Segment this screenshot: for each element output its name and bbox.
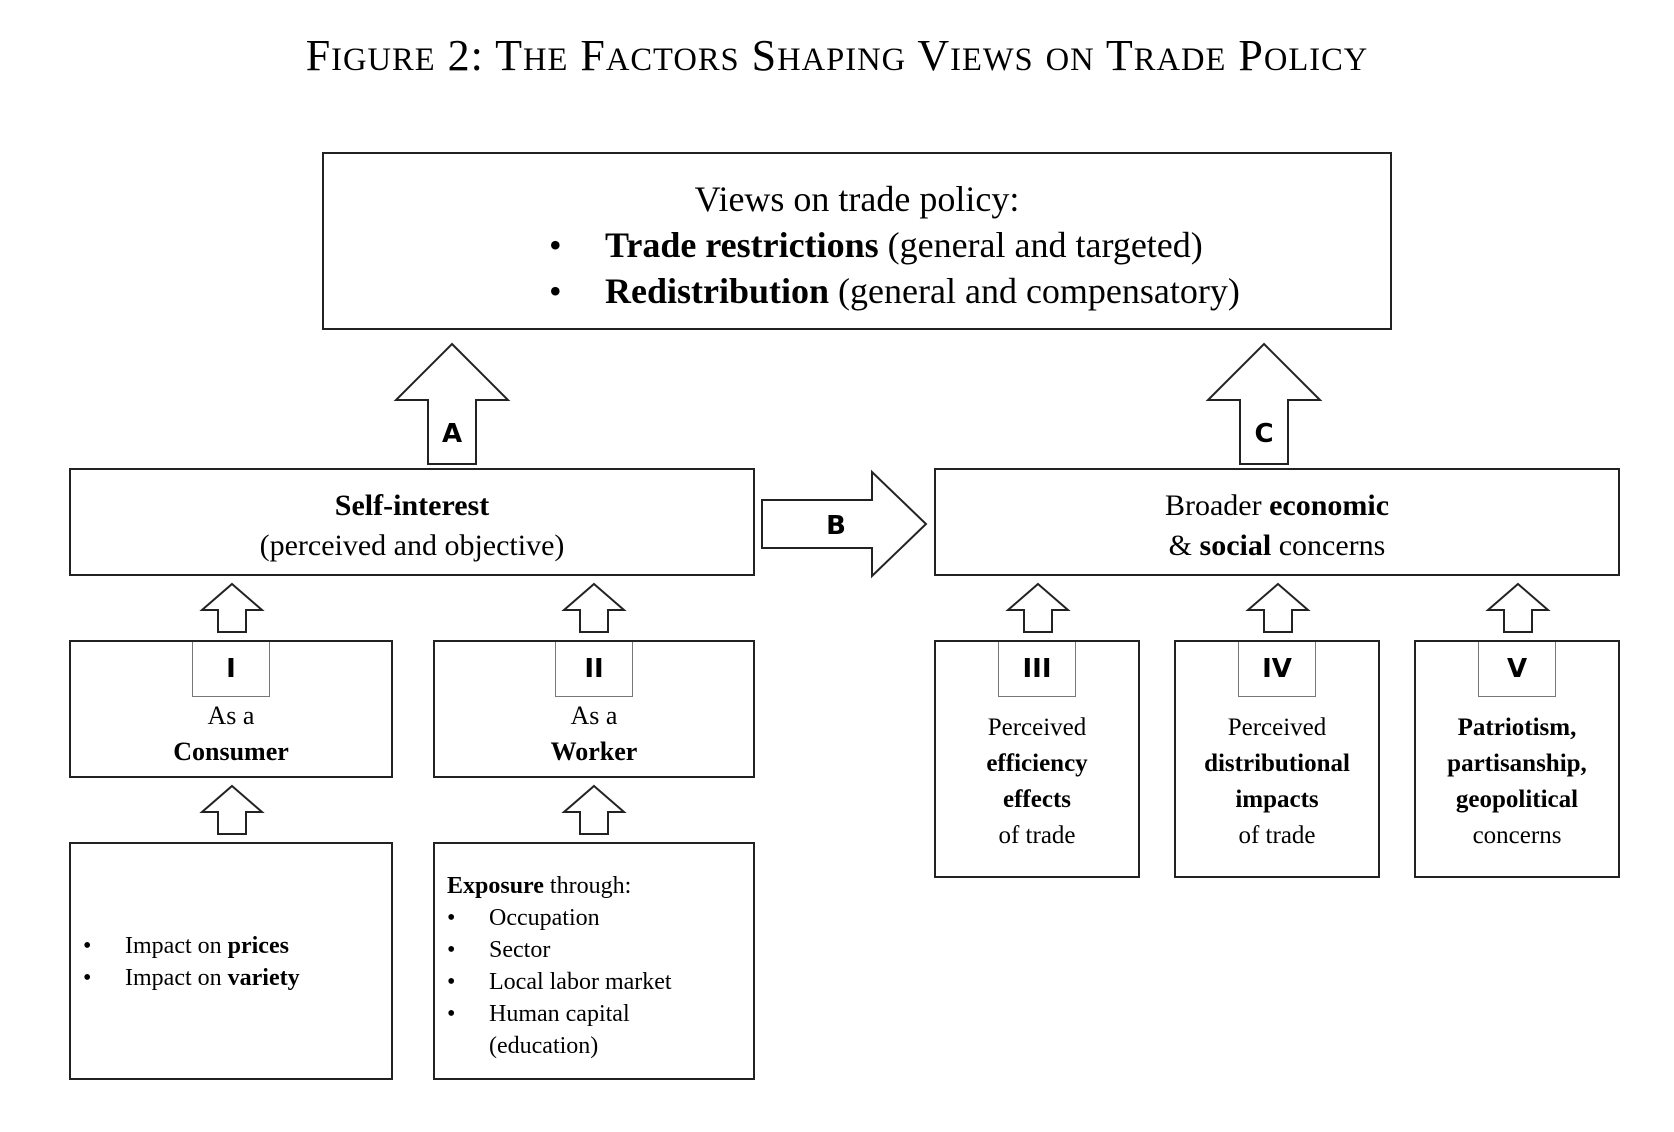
bullet-icon: • — [83, 965, 92, 991]
self-interest-subtitle: (perceived and objective) — [259, 529, 565, 562]
small-arrow-worker-icon — [561, 582, 627, 633]
consumer-box: I As a Consumer — [69, 640, 393, 778]
arrow-b-icon: B — [761, 469, 928, 579]
self-interest-box: Self-interest (perceived and objective) — [69, 468, 755, 576]
arrow-a-icon: A — [393, 342, 511, 465]
small-arrow-efficiency-icon — [1005, 582, 1071, 633]
small-arrow-worker-detail-icon — [561, 784, 627, 835]
arrow-c-label: C — [1254, 419, 1273, 449]
figure-title: FIGURE 2: THE FACTORS SHAPING VIEWS ON T… — [305, 31, 1369, 80]
views-heading: Views on trade policy: — [694, 179, 1020, 219]
views-item-trade-restrictions: •Trade restrictions (general and targete… — [549, 222, 1240, 268]
worker-detail-box: Exposure through: •Occupation •Sector •L… — [433, 842, 755, 1080]
small-arrow-distributional-icon — [1245, 582, 1311, 633]
box-tag-v: V — [1478, 642, 1556, 697]
small-arrow-consumer-detail-icon — [199, 784, 265, 835]
efficiency-effects-box: III Perceived efficiency effects of trad… — [934, 640, 1140, 878]
list-item: •Local labor market — [447, 966, 672, 998]
distributional-impacts-box: IV Perceived distributional impacts of t… — [1174, 640, 1380, 878]
bullet-icon: • — [447, 969, 456, 995]
bullet-icon: • — [83, 933, 92, 959]
box-tag-ii: II — [555, 642, 633, 697]
list-item: •Sector — [447, 934, 672, 966]
bullet-icon: • — [447, 937, 456, 963]
worker-box: II As a Worker — [433, 640, 755, 778]
exposure-list: •Occupation •Sector •Local labor market … — [447, 902, 672, 1062]
views-list: •Trade restrictions (general and targete… — [549, 222, 1240, 314]
patriotism-box: V Patriotism, partisanship, geopolitical… — [1414, 640, 1620, 878]
consumer-impact-list: •Impact on prices •Impact on variety — [83, 930, 300, 994]
arrow-c-icon: C — [1205, 342, 1323, 465]
exposure-heading: Exposure through: — [447, 873, 632, 899]
list-item: •Impact on variety — [83, 962, 300, 994]
bullet-icon: • — [549, 225, 562, 265]
bullet-icon: • — [447, 1001, 456, 1027]
box-tag-iii: III — [998, 642, 1076, 697]
box-tag-i: I — [192, 642, 270, 697]
views-item-redistribution: •Redistribution (general and compensator… — [549, 268, 1240, 314]
self-interest-title: Self-interest — [334, 489, 490, 522]
small-arrow-patriotism-icon — [1485, 582, 1551, 633]
consumer-detail-box: •Impact on prices •Impact on variety — [69, 842, 393, 1080]
small-arrow-consumer-icon — [199, 582, 265, 633]
arrow-b-label: B — [826, 511, 846, 541]
list-item: •Occupation — [447, 902, 672, 934]
bullet-icon: • — [447, 905, 456, 931]
box-tag-iv: IV — [1238, 642, 1316, 697]
list-item: •Impact on prices — [83, 930, 300, 962]
arrow-a-label: A — [442, 419, 462, 449]
views-on-trade-policy-box: Views on trade policy: •Trade restrictio… — [322, 152, 1392, 330]
broader-concerns-box: Broader economic & social concerns — [934, 468, 1620, 576]
list-item: •Human capital(education) — [447, 998, 672, 1062]
bullet-icon: • — [549, 271, 562, 311]
